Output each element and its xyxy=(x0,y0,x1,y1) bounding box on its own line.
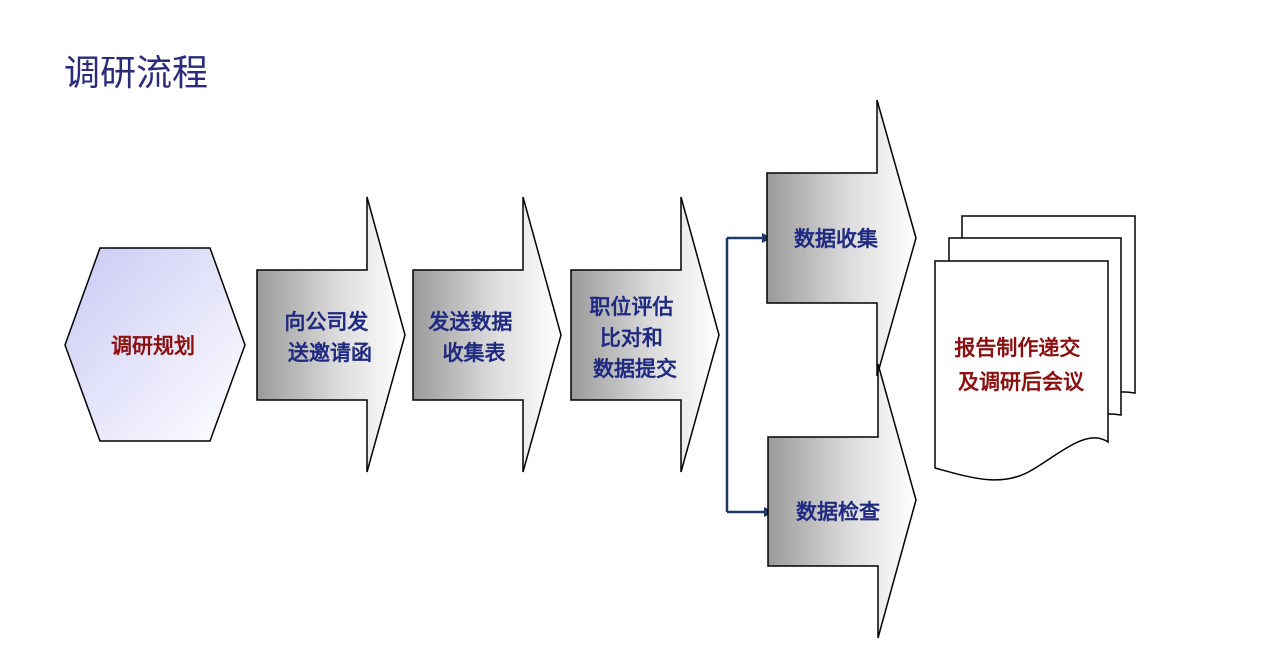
step2-label: 发送数据 收集表 xyxy=(427,310,519,365)
step3-arrow xyxy=(570,196,720,473)
step3-label: 职位评估 比对和 数据提交 xyxy=(589,295,680,381)
branch-bottom-label-line: 数据检查 xyxy=(796,500,880,524)
end-document-front xyxy=(934,260,1109,481)
node-step3: 职位评估 比对和 数据提交 xyxy=(570,196,720,473)
branch-top-label-line: 数据收集 xyxy=(794,227,879,251)
end-label-line: 及调研后会议 xyxy=(958,370,1085,394)
branch-bottom-label: 数据检查 xyxy=(796,500,880,524)
step3-label-line: 数据提交 xyxy=(593,357,677,381)
step2-arrow xyxy=(412,196,562,473)
node-branch-top: 数据收集 xyxy=(766,99,917,377)
page-title: 调研流程 xyxy=(64,53,209,94)
branch-bottom-arrow xyxy=(767,363,917,639)
step1-label-line: 向公司发 xyxy=(284,310,369,334)
step1-label: 向公司发 送邀请函 xyxy=(284,310,375,365)
step1-label-line: 送邀请函 xyxy=(288,341,372,365)
step1-arrow xyxy=(256,196,406,473)
branch-top-arrow xyxy=(766,99,917,377)
step2-label-line: 发送数据 xyxy=(427,310,512,334)
node-step1: 向公司发 送邀请函 xyxy=(256,196,406,473)
node-branch-bottom: 数据检查 xyxy=(767,363,917,639)
step2-label-line: 收集表 xyxy=(443,341,507,365)
node-end: 报告制作递交 及调研后会议 xyxy=(934,215,1136,481)
end-label-line: 报告制作递交 xyxy=(954,336,1080,360)
start-label: 调研规划 xyxy=(111,334,195,358)
branch-connector xyxy=(725,233,774,517)
step3-label-line: 比对和 xyxy=(600,326,663,350)
step3-label-line: 职位评估 xyxy=(589,295,673,319)
branch-top-label: 数据收集 xyxy=(794,227,879,251)
node-step2: 发送数据 收集表 xyxy=(412,196,562,473)
start-hexagon xyxy=(64,247,246,442)
end-label: 报告制作递交 及调研后会议 xyxy=(954,336,1087,394)
start-label-line: 调研规划 xyxy=(111,334,195,358)
node-start: 调研规划 xyxy=(64,247,246,442)
